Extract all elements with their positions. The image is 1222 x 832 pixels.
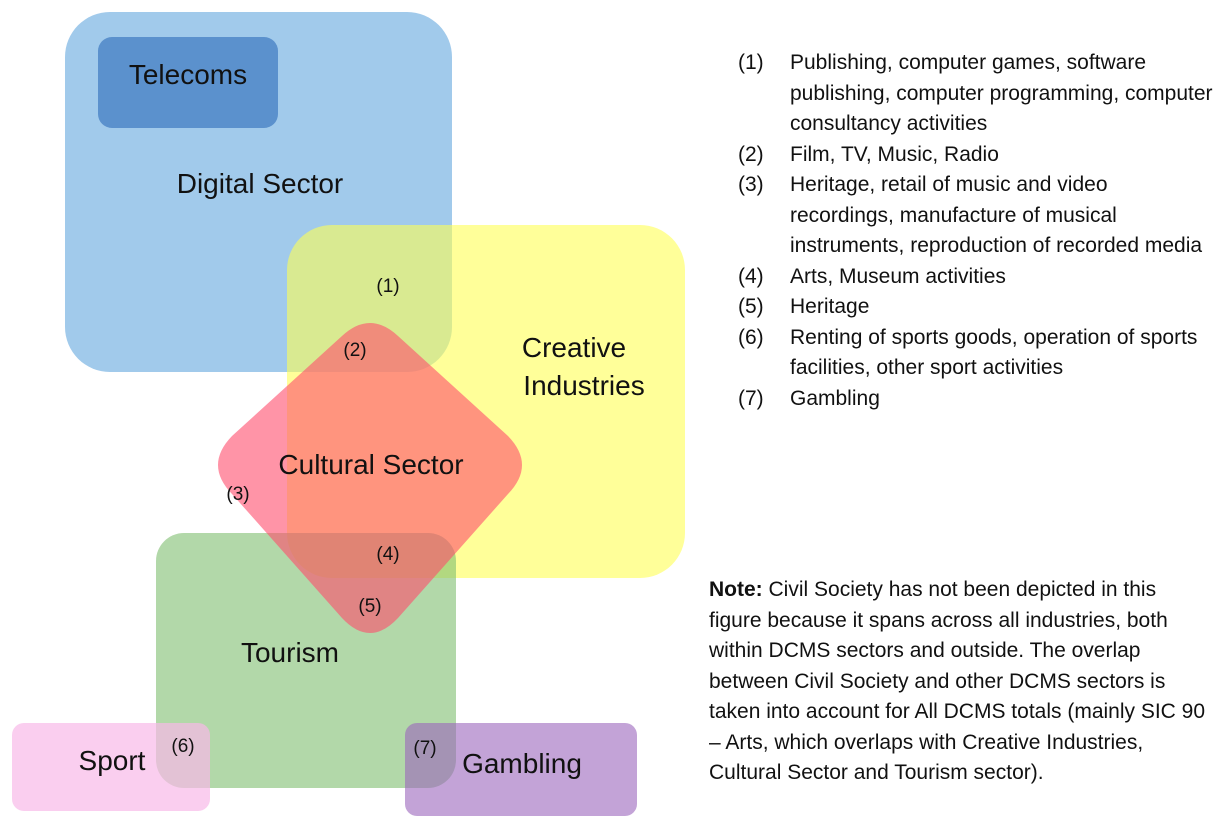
digital-sector-label: Digital Sector (177, 168, 344, 199)
legend-item: (6) Renting of sports goods, operation o… (738, 323, 1213, 384)
overlap-marker-5: (5) (358, 596, 381, 617)
legend-text: Heritage (790, 295, 870, 318)
note-label: Note: (709, 578, 763, 601)
telecoms-label: Telecoms (129, 59, 247, 90)
legend-text: Heritage, retail of music and video reco… (790, 173, 1203, 257)
tourism-label: Tourism (241, 637, 339, 668)
gambling-region (405, 723, 637, 816)
cultural-sector-label: Cultural Sector (278, 449, 463, 480)
legend-item: (3) Heritage, retail of music and video … (738, 170, 1213, 262)
overlap-marker-2: (2) (343, 340, 366, 361)
creative-industries-label-line1: Creative (522, 332, 626, 363)
legend-number: (5) (738, 295, 764, 318)
legend-text: Renting of sports goods, operation of sp… (790, 325, 1198, 380)
legend-text: Arts, Museum activities (790, 264, 1006, 288)
sport-region (12, 723, 210, 811)
gambling-label: Gambling (462, 748, 582, 779)
venn-diagram: Telecoms Digital Sector Creative Industr… (12, 12, 685, 816)
sport-label: Sport (79, 745, 146, 776)
legend-number: (2) (738, 142, 764, 166)
legend-number: (7) (738, 386, 764, 410)
legend-number: (6) (738, 325, 764, 349)
legend-number: (3) (738, 173, 764, 196)
overlap-marker-7: (7) (413, 738, 436, 759)
overlap-marker-6: (6) (171, 736, 194, 757)
legend-text: Film, TV, Music, Radio (790, 142, 999, 166)
legend-text: Gambling (790, 386, 880, 410)
legend-number: (4) (738, 264, 764, 288)
overlap-marker-3: (3) (226, 484, 249, 505)
legend-text: Publishing, computer games, software pub… (790, 51, 1213, 135)
legend-item: (1) Publishing, computer games, software… (738, 48, 1213, 140)
telecoms-region (98, 37, 278, 128)
legend-item: (7) Gambling (738, 384, 1213, 415)
legend-item: (2) Film, TV, Music, Radio (738, 140, 1213, 171)
note-paragraph: Note: Civil Society has not been depicte… (709, 575, 1209, 789)
overlap-marker-1: (1) (376, 276, 399, 297)
note-text: Civil Society has not been depicted in t… (709, 578, 1206, 784)
legend-item: (5) Heritage (738, 292, 1213, 323)
overlap-marker-4: (4) (376, 544, 399, 565)
cultural-sector-region (218, 323, 522, 633)
legend-number: (1) (738, 51, 764, 74)
creative-industries-label-line2: Industries (523, 370, 644, 401)
legend-item: (4) Arts, Museum activities (738, 262, 1213, 293)
legend-list: (1) Publishing, computer games, software… (738, 48, 1213, 414)
